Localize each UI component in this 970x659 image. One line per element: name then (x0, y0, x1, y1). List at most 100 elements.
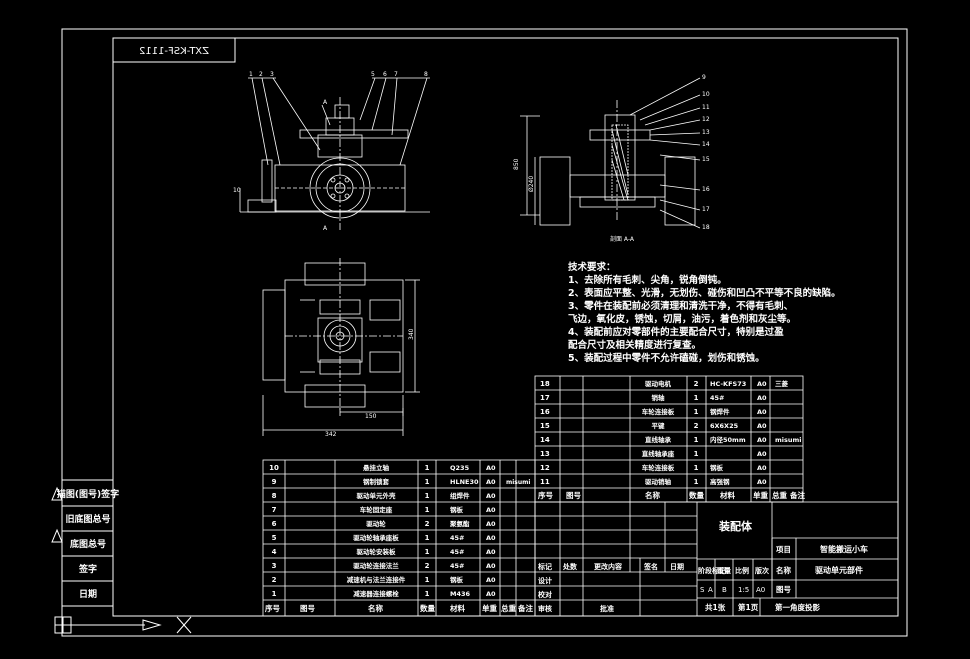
bom-lower-name: 驱动轮轴承座板 (353, 533, 399, 542)
side-label-3: 签字 (78, 563, 97, 575)
svg-text:材料: 材料 (450, 603, 465, 613)
bom-upper-no: 16 (540, 408, 550, 416)
bom-header-total: 总重 (772, 490, 787, 500)
bom-lower-mat: Q235 (450, 464, 470, 472)
bom-lower-name: 减速机与法兰连接件 (347, 575, 406, 584)
bom-lower-mat: M436 (450, 590, 471, 598)
top-view[interactable] (262, 258, 420, 436)
bom-lower-version: A0 (486, 492, 496, 500)
bom-upper-qty: 1 (694, 436, 699, 444)
bom-header-no: 序号 (538, 490, 553, 500)
bom-upper-name: 销轴 (652, 393, 666, 402)
bom-upper-version: A0 (757, 408, 767, 416)
tech-req-7: 5、装配过程中零件不允许磕碰，划伤和锈蚀。 (568, 352, 765, 364)
bom-lower-qty: 1 (425, 576, 430, 584)
drawing-code-box (112, 37, 236, 63)
dim-342: 342 (325, 431, 337, 438)
bom-lower-no: 5 (272, 534, 277, 542)
bom-lower-note: misumi (506, 479, 530, 486)
bom-upper-qty: 1 (694, 478, 699, 486)
sheet-size-value: A0 (756, 586, 765, 594)
cut-a-bottom: A (323, 225, 328, 232)
bom-lower-name: 悬挂立轴 (362, 463, 390, 472)
project-label: 项目 (776, 545, 791, 554)
bom-upper-no: 13 (540, 450, 550, 458)
svg-text:3: 3 (270, 71, 274, 78)
sign-check: 校对 (538, 590, 552, 599)
bom-lower-mat: 组焊件 (450, 491, 470, 500)
bom-upper-note: 三菱 (775, 379, 789, 388)
bom-upper-mat: 高强钢 (710, 477, 730, 486)
tech-req-1: 1、去除所有毛刺、尖角，锐角倒钝。 (568, 274, 727, 286)
bom-lower-mat: 45# (450, 534, 465, 542)
svg-text:名称: 名称 (368, 603, 383, 613)
svg-text:单重: 单重 (482, 603, 497, 613)
tech-req-2: 2、表面应平整、光滑，无划伤、碰伤和凹凸不平等不良的缺陷。 (568, 287, 841, 299)
svg-text:备注: 备注 (517, 603, 533, 613)
bom-lower-qty: 2 (425, 520, 430, 528)
bom-lower-qty: 1 (425, 506, 430, 514)
svg-text:1: 1 (249, 71, 253, 78)
bom-upper-name: 直线轴承 (645, 435, 672, 444)
bom-upper-no: 11 (540, 478, 550, 486)
bom-lower-name: 车轮固定座 (360, 505, 393, 514)
bom-lower-no: 2 (272, 576, 277, 584)
svg-text:数量: 数量 (420, 603, 435, 613)
front-view[interactable] (239, 77, 430, 230)
tech-req-3: 3、零件在装配前必须清理和清洗干净，不得有毛刺、 (568, 300, 793, 312)
sheet-total: 共1张 (705, 602, 726, 612)
bom-upper-version: A0 (757, 394, 767, 402)
axis-marker (54, 616, 192, 634)
bom-upper-name: 驱动销轴 (645, 477, 672, 486)
sheet-index: 第1页 (738, 602, 759, 612)
bom-lower-no: 4 (272, 548, 277, 556)
bom-header-qty: 数量 (689, 490, 704, 500)
bom-upper-version: A0 (757, 422, 767, 430)
name-label: 名称 (776, 565, 791, 575)
sign-approve: 批准 (600, 604, 614, 613)
bom-upper-version: A0 (757, 464, 767, 472)
bom-upper-mat: 钢板 (710, 463, 724, 472)
svg-text:6: 6 (383, 71, 387, 78)
bom-upper-qty: 1 (694, 408, 699, 416)
dim-850: 850 (513, 158, 520, 170)
bom-lower-table (262, 459, 536, 617)
svg-text:12: 12 (702, 116, 710, 123)
bom-upper-no: 18 (540, 380, 550, 388)
bom-upper-version: A0 (757, 436, 767, 444)
scale-label: 比例 (735, 566, 749, 575)
sign-design: 设计 (538, 576, 552, 585)
bom-upper-qty: 1 (694, 450, 699, 458)
outer-border (61, 28, 908, 637)
section-a-a-view[interactable] (520, 77, 701, 229)
bom-lower-qty: 1 (425, 590, 430, 598)
stage-label: 阶段标记 (698, 566, 726, 575)
bom-lower-name: 驱动轮连接法兰 (353, 561, 399, 570)
bom-upper-version: A0 (757, 450, 767, 458)
bom-upper-table (534, 375, 804, 503)
drawing-code-text: ZXT-KSF-1112 (139, 46, 209, 57)
bom-header-unit: 单重 (753, 490, 768, 500)
bom-upper-name: 直线轴承座 (642, 449, 675, 458)
svg-text:2: 2 (259, 71, 263, 78)
svg-text:图号: 图号 (300, 604, 315, 613)
bom-lower-mat: 45# (450, 562, 465, 570)
bom-lower-qty: 1 (425, 548, 430, 556)
stage-a: A (708, 586, 713, 594)
tech-req-title: 技术要求： (568, 261, 616, 273)
projection: 第一角度投影 (775, 602, 820, 612)
bom-lower-no: 9 (272, 478, 277, 486)
bom-lower-qty: 1 (425, 534, 430, 542)
bom-lower-name: 驱动轮安装板 (357, 547, 397, 556)
rev-header-sign: 签名 (643, 562, 658, 571)
bom-lower-version: A0 (486, 506, 496, 514)
rev-header-content: 更改内容 (594, 562, 622, 571)
svg-text:11: 11 (702, 104, 710, 111)
rev-header-date: 日期 (670, 562, 684, 571)
bom-header-mat: 材料 (720, 490, 735, 500)
bom-lower-no: 10 (269, 464, 279, 472)
bom-lower-no: 8 (272, 492, 277, 500)
bom-lower-qty: 1 (425, 492, 430, 500)
